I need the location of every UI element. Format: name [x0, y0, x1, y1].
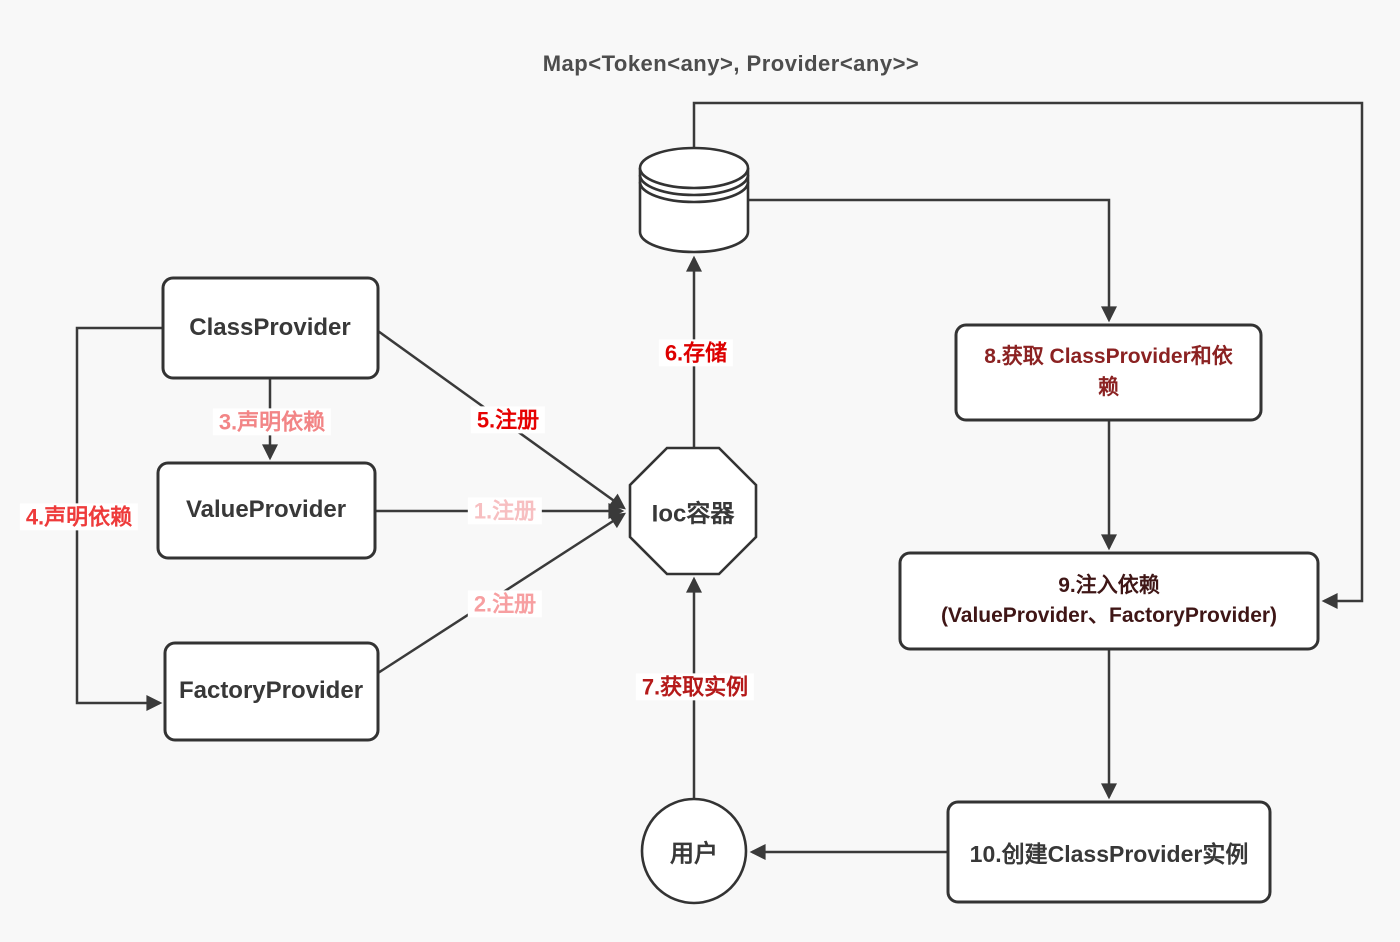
step10-label: 10.创建ClassProvider实例: [969, 841, 1249, 867]
cylinder-body: [638, 168, 750, 254]
step8-box: [954, 323, 1263, 422]
user-circle: [640, 797, 748, 905]
step8-label: 8.获取 ClassProvider和依赖: [984, 345, 1233, 399]
diagram-title: Map<Token<any>, Provider<any>>: [542, 51, 920, 76]
edge-label-declare-3: 3.声明依赖: [212, 408, 332, 436]
edge-label-get-instance-7: 7.获取实例: [635, 673, 755, 701]
edge-label-store-6: 6.存储: [658, 339, 734, 367]
datastore-cylinder-icon: [638, 146, 750, 254]
user-label: 用户: [670, 840, 718, 868]
edge-map-to-step9: [692, 101, 1364, 609]
cylinder-ring-1: [638, 174, 750, 197]
edge-label-register-5: 5.注册: [470, 406, 546, 434]
step9-label: 9.注入依赖 (ValueProvider、FactoryProvider): [900, 553, 1318, 649]
factory-provider-label: FactoryProvider: [178, 677, 364, 704]
value-provider-box: [156, 461, 377, 560]
step9-box: [898, 551, 1320, 651]
step9-label-line1: 9.注入依赖: [1058, 573, 1160, 597]
step9-label-line2: (ValueProvider、FactoryProvider): [940, 604, 1278, 627]
class-provider-box: [161, 276, 380, 380]
edge-store-to-step8: [748, 198, 1117, 323]
factory-provider-box: [163, 641, 380, 742]
cylinder-top: [638, 146, 750, 190]
class-provider-label: ClassProvider: [189, 314, 351, 341]
cylinder-ring-2: [638, 181, 750, 204]
value-provider-label: ValueProvider: [185, 496, 347, 523]
step10-box: [946, 800, 1272, 904]
ioc-container-octagon: [628, 446, 758, 576]
edge-label-register-1: 1.注册: [467, 497, 543, 525]
edge-label-register-2: 2.注册: [467, 590, 543, 618]
edge-label-declare-4: 4.声明依赖: [19, 503, 139, 531]
ioc-container-label: Ioc容器: [651, 500, 735, 528]
